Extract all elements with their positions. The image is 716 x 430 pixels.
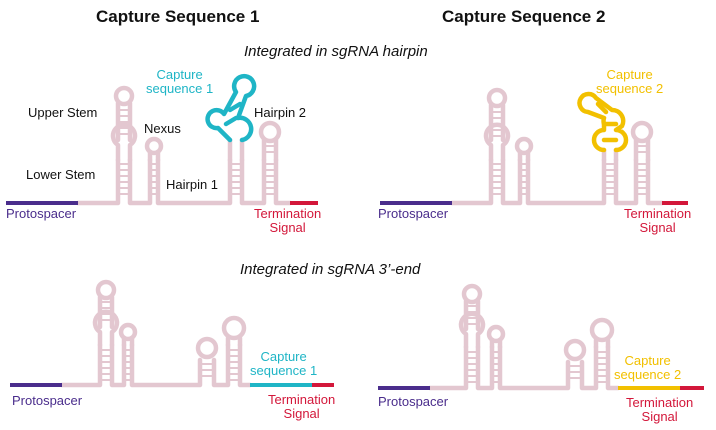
label-hairpin-1: Hairpin 1: [166, 177, 219, 192]
stem-rungs-bottom-left: [100, 301, 240, 381]
label-nexus: Nexus: [144, 121, 181, 136]
termination-line-2: Signal: [283, 405, 320, 421]
label-capture-sequence-1-bottom: Capture sequence 1: [250, 350, 317, 377]
capture-line-2: sequence 2: [614, 366, 682, 382]
stem-rungs-top-right: [491, 111, 648, 195]
termination-line-2: Signal: [639, 219, 676, 235]
label-capture-sequence-2-top: Capture sequence 2: [596, 68, 663, 95]
capture-line-2: sequence 1: [250, 362, 318, 378]
label-termination-top-right: Termination Signal: [624, 207, 691, 234]
capture-sequence-2-hairpin: [577, 91, 629, 153]
label-upper-stem: Upper Stem: [28, 105, 98, 120]
capture-line-1: Capture: [260, 349, 307, 364]
termination-line-1: Termination: [626, 395, 694, 410]
capture-line-2: sequence 1: [146, 80, 214, 96]
section-title-3prime: Integrated in sgRNA 3’-end: [240, 261, 421, 278]
capture-line-2: sequence 2: [596, 80, 664, 96]
section-title-hairpin: Integrated in sgRNA hairpin: [244, 43, 428, 60]
termination-line-2: Signal: [641, 408, 678, 424]
capture-line-1: Capture: [156, 67, 203, 82]
sgrna-structure-top-left: [75, 85, 293, 206]
capture-sequence-1-hairpin: [205, 74, 257, 143]
stem-rungs-top-left: [118, 109, 276, 195]
termination-line-1: Termination: [624, 206, 692, 221]
label-termination-bottom-left: Termination Signal: [268, 393, 335, 420]
column-title-capture-1: Capture Sequence 1: [96, 7, 260, 26]
column-title-capture-2: Capture Sequence 2: [442, 7, 606, 26]
label-capture-sequence-2-bottom: Capture sequence 2: [614, 354, 681, 381]
capture-line-1: Capture: [606, 67, 653, 82]
termination-line-1: Termination: [268, 392, 336, 407]
termination-line-2: Signal: [269, 219, 306, 235]
label-protospacer-bottom-right: Protospacer: [378, 394, 449, 409]
sgrna-structure-top-right: [449, 87, 665, 206]
label-protospacer-top-right: Protospacer: [378, 206, 449, 221]
label-protospacer-bottom-left: Protospacer: [12, 393, 83, 408]
label-termination-bottom-right: Termination Signal: [626, 396, 693, 423]
label-capture-sequence-1-top: Capture sequence 1: [146, 68, 213, 95]
stem-rungs-bottom-right: [466, 305, 608, 383]
label-lower-stem: Lower Stem: [26, 167, 96, 182]
capture-line-1: Capture: [624, 353, 671, 368]
sgrna-structure-bottom-left: [59, 279, 253, 388]
label-termination-top-left: Termination Signal: [254, 207, 321, 234]
label-protospacer-top-left: Protospacer: [6, 206, 77, 221]
termination-line-1: Termination: [254, 206, 322, 221]
sgrna-structure-bottom-right: [427, 283, 621, 391]
label-hairpin-2: Hairpin 2: [254, 105, 307, 120]
